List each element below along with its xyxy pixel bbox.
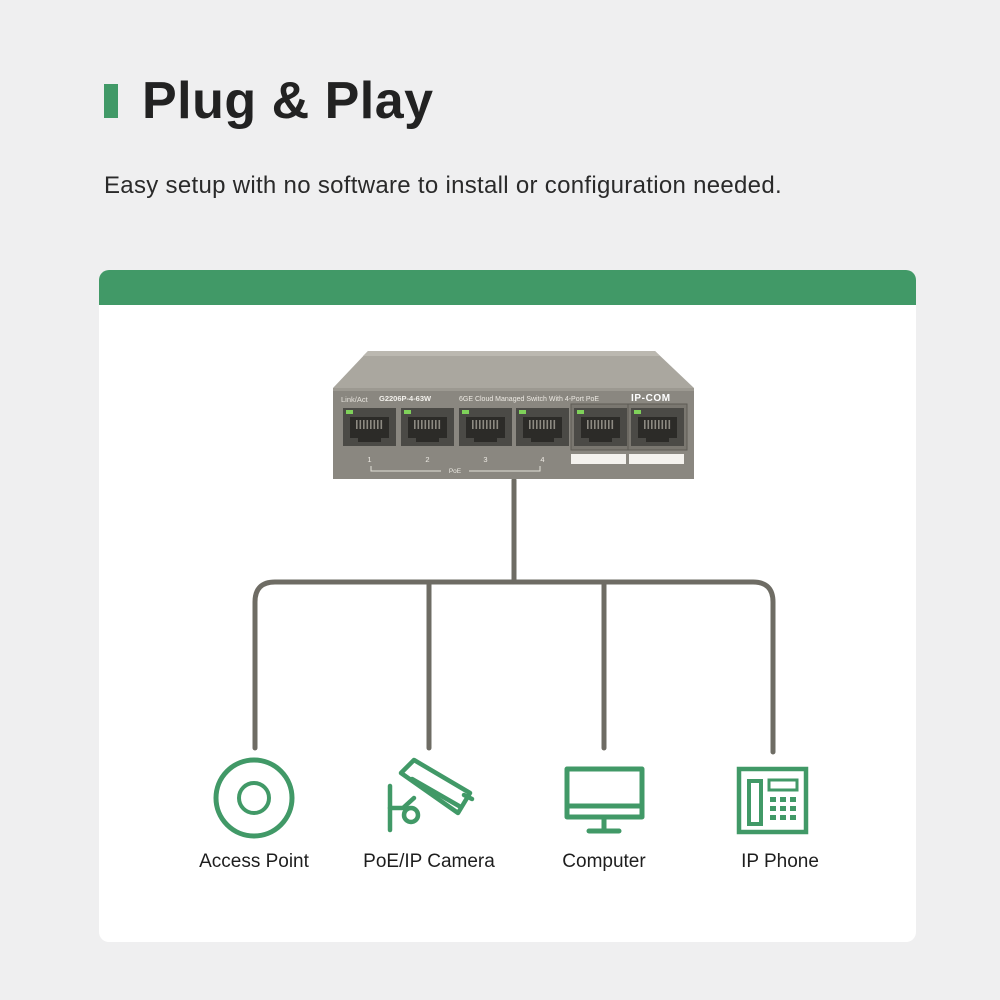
cable-ip-phone [511, 579, 776, 755]
network-switch: Link/Act G2206P-4-63W 6GE Cloud Managed … [333, 351, 694, 479]
ip-phone-icon [736, 766, 809, 835]
device-label-access-point: Access Point [199, 851, 309, 872]
cable-access-point [252, 579, 517, 751]
device-label-computer: Computer [562, 851, 646, 872]
switch-description-label: 6GE Cloud Managed Switch With 4-Port PoE [459, 396, 599, 403]
port-3-led [462, 410, 469, 414]
device-label-ip-phone: IP Phone [741, 851, 819, 872]
port-6-label-plate [629, 454, 684, 464]
security-camera-icon [387, 757, 475, 833]
title-accent-bar [104, 84, 118, 118]
port-number-3: 3 [483, 455, 487, 464]
switch-poe-label: PoE [449, 468, 462, 475]
switch-port-1 [343, 408, 396, 446]
switch-brand-logo: IP-COM [631, 393, 671, 404]
computer-monitor-icon [564, 766, 645, 834]
switch-top-panel [333, 351, 694, 388]
port-6-led [634, 410, 641, 414]
switch-port-3 [459, 408, 512, 446]
page-title: Plug & Play [142, 72, 434, 130]
page-subtitle: Easy setup with no software to install o… [104, 172, 782, 199]
switch-port-2 [401, 408, 454, 446]
port-1-led [346, 410, 353, 414]
switch-port-5 [570, 403, 631, 451]
switch-model-label: G2206P-4-63W [379, 394, 432, 403]
port-number-2: 2 [425, 455, 429, 464]
card-header-bar [99, 270, 916, 305]
cable-tree [252, 477, 776, 755]
switch-port-6 [627, 403, 688, 451]
switch-link-label: Link/Act [341, 395, 369, 404]
port-4-led [519, 410, 526, 414]
port-2-led [404, 410, 411, 414]
port-5-label-plate [571, 454, 626, 464]
port-number-1: 1 [367, 455, 371, 464]
switch-ports [343, 403, 688, 451]
port-5-led [577, 410, 584, 414]
switch-port-4 [516, 408, 569, 446]
port-number-4: 4 [540, 455, 544, 464]
access-point-icon [213, 757, 295, 839]
device-label-camera: PoE/IP Camera [363, 851, 495, 872]
